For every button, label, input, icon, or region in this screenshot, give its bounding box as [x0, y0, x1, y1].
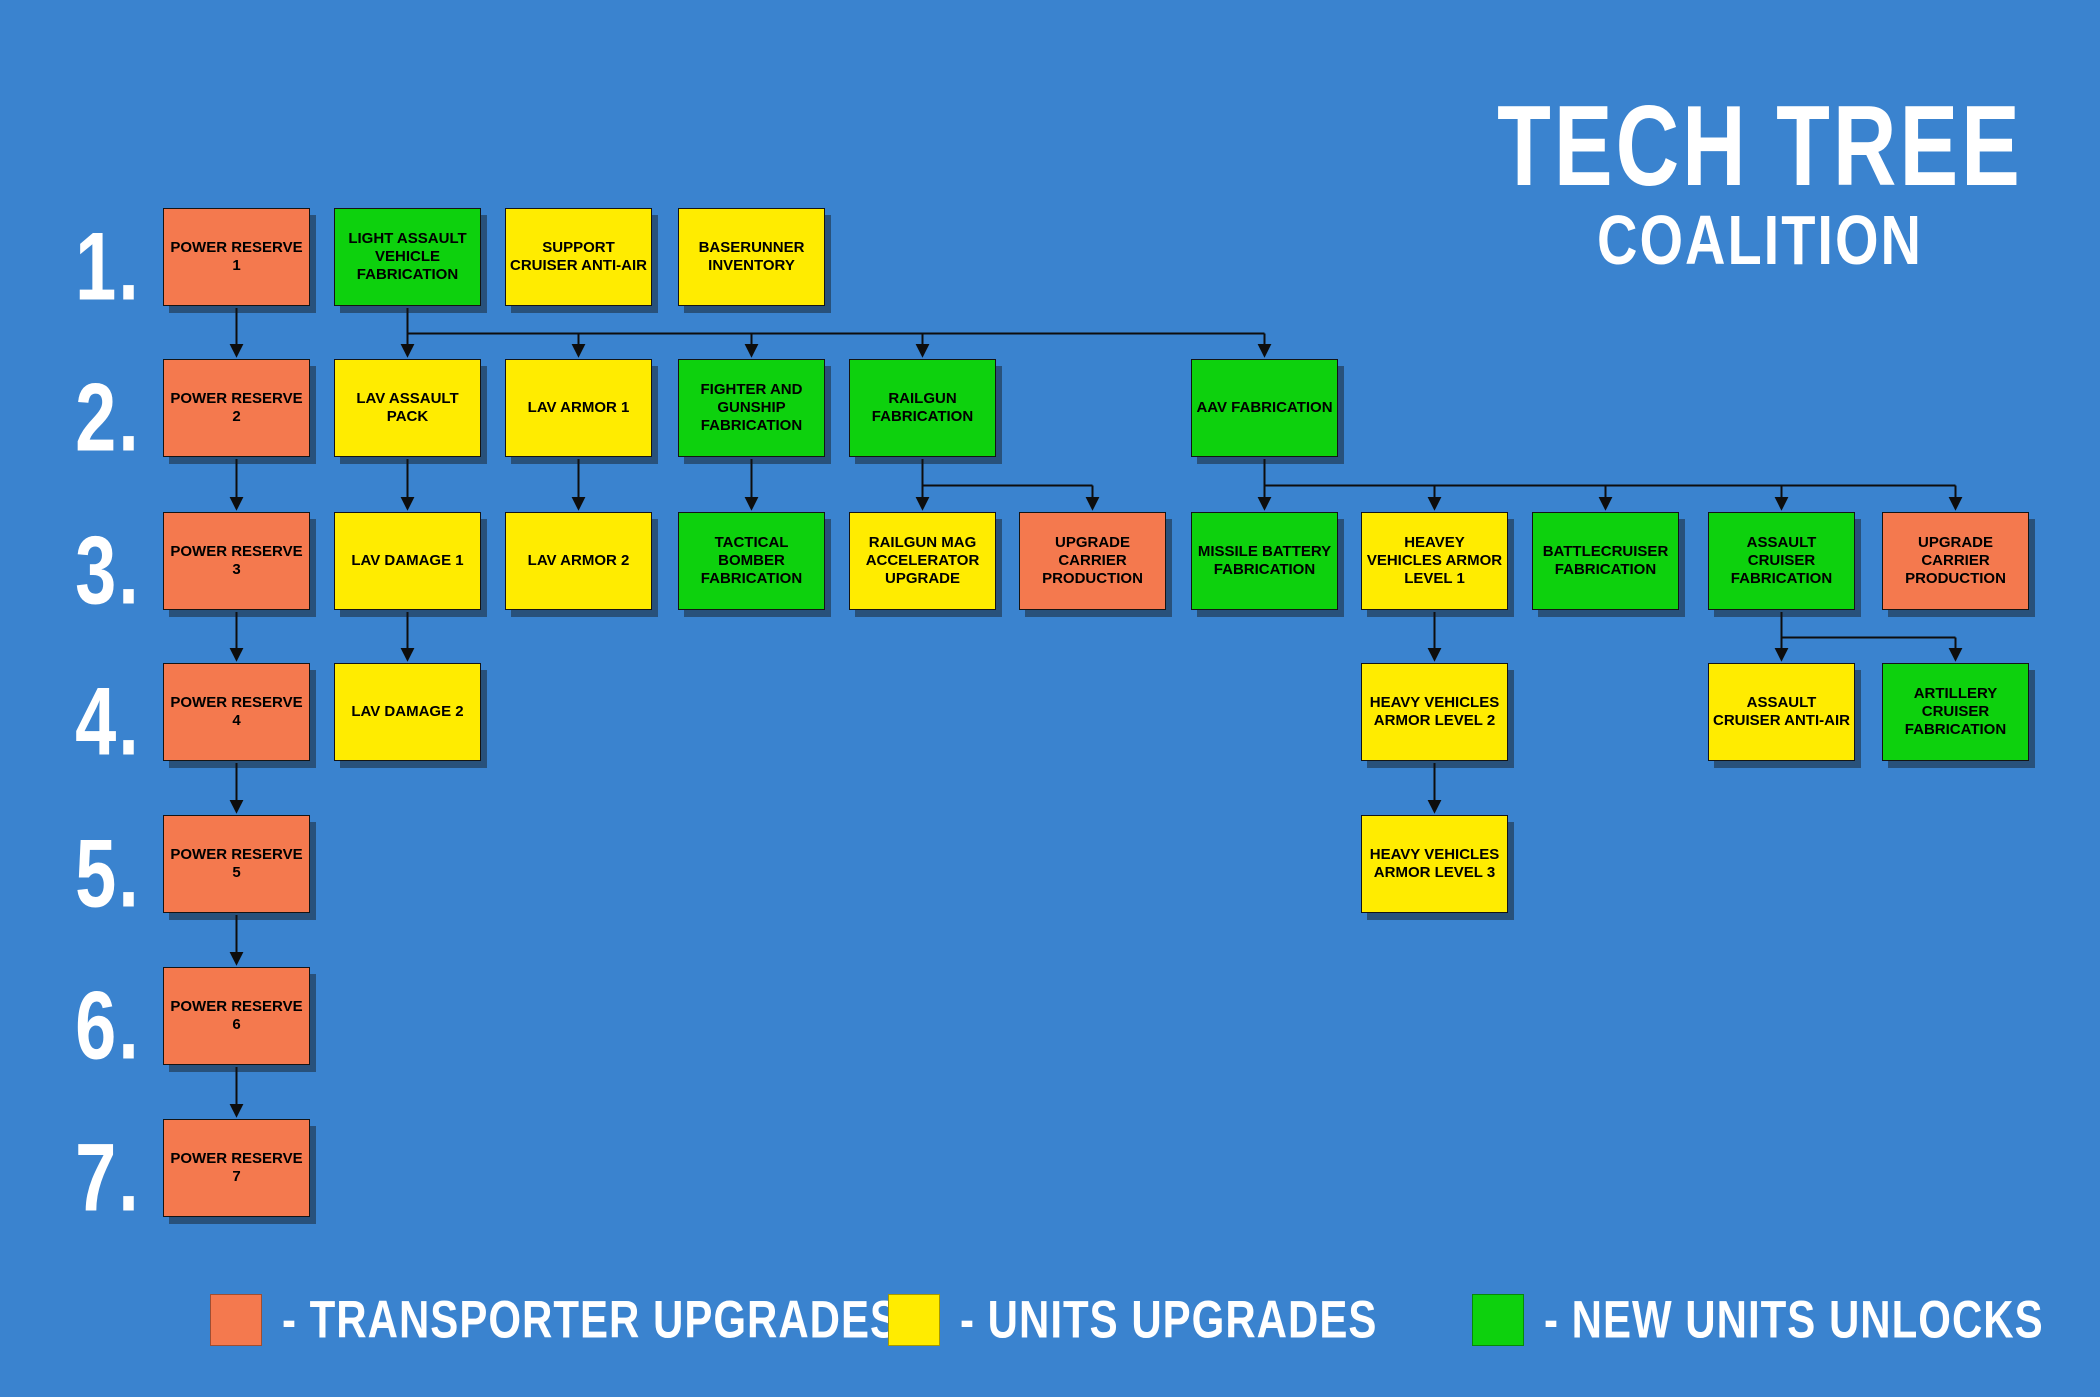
- row-number-6: 6.: [75, 971, 141, 1080]
- row-number-1: 1.: [75, 212, 141, 321]
- row-number-7: 7.: [75, 1123, 141, 1232]
- node-railgun-mag-accelerator-upgrade: RAILGUN MAG ACCELERATOR UPGRADE: [849, 512, 996, 610]
- node-label: POWER RESERVE 2: [170, 390, 303, 425]
- node-label: ARTILLERY CRUISER FABRICATION: [1904, 685, 2007, 738]
- node-fighter-and-gunship-fabrication: FIGHTER AND GUNSHIP FABRICATION: [678, 359, 825, 457]
- node-lav-damage-1: LAV DAMAGE 1: [334, 512, 481, 610]
- node-assault-cruiser-anti-air: ASSAULT CRUISER ANTI-AIR: [1708, 663, 1855, 761]
- node-power-reserve-3: POWER RESERVE 3: [163, 512, 310, 610]
- node-power-reserve-1: POWER RESERVE 1: [163, 208, 310, 306]
- node-artillery-cruiser-fabrication: ARTILLERY CRUISER FABRICATION: [1882, 663, 2029, 761]
- node-aav-fabrication: AAV FABRICATION: [1191, 359, 1338, 457]
- node-power-reserve-7: POWER RESERVE 7: [163, 1119, 310, 1217]
- legend-swatch-units-upgrades: [888, 1294, 940, 1346]
- node-label: POWER RESERVE 3: [170, 543, 303, 578]
- node-label: RAILGUN MAG ACCELERATOR UPGRADE: [865, 534, 980, 587]
- legend: - TRANSPORTER UPGRADES - UNITS UPGRADES - …: [0, 1290, 2100, 1360]
- node-label: POWER RESERVE 4: [170, 694, 303, 729]
- node-label: UPGRADE CARRIER PRODUCTION: [1905, 534, 2006, 587]
- legend-item-transporter-upgrades: - TRANSPORTER UPGRADES: [210, 1290, 899, 1350]
- node-label: AAV FABRICATION: [1196, 399, 1333, 417]
- node-support-cruiser-anti-air: SUPPORT CRUISER ANTI-AIR: [505, 208, 652, 306]
- node-power-reserve-6: POWER RESERVE 6: [163, 967, 310, 1065]
- node-battlecruiser-fabrication: BATTLECRUISER FABRICATION: [1532, 512, 1679, 610]
- node-label: HEAVY VEHICLES ARMOR LEVEL 2: [1369, 694, 1500, 729]
- node-label: LAV DAMAGE 1: [351, 552, 464, 570]
- node-heavy-vehicles-armor-level-2: HEAVY VEHICLES ARMOR LEVEL 2: [1361, 663, 1508, 761]
- node-light-assault-vehicle-fabrication: LIGHT ASSAULT VEHICLE FABRICATION: [334, 208, 481, 306]
- node-lav-damage-2: LAV DAMAGE 2: [334, 663, 481, 761]
- node-baserunner-inventory: BASERUNNER INVENTORY: [678, 208, 825, 306]
- node-label: BASERUNNER INVENTORY: [698, 239, 805, 274]
- node-lav-armor-1: LAV ARMOR 1: [505, 359, 652, 457]
- node-label: LIGHT ASSAULT VEHICLE FABRICATION: [348, 230, 467, 283]
- node-heavy-vehicles-armor-level-1: HEAVEY VEHICLES ARMOR LEVEL 1: [1361, 512, 1508, 610]
- node-label: POWER RESERVE 6: [170, 998, 303, 1033]
- page-title: TECH TREE COALITION: [1450, 83, 2070, 279]
- node-upgrade-carrier-production-2: UPGRADE CARRIER PRODUCTION: [1882, 512, 2029, 610]
- node-railgun-fabrication: RAILGUN FABRICATION: [849, 359, 996, 457]
- node-label: POWER RESERVE 5: [170, 846, 303, 881]
- node-power-reserve-2: POWER RESERVE 2: [163, 359, 310, 457]
- node-lav-armor-2: LAV ARMOR 2: [505, 512, 652, 610]
- node-heavy-vehicles-armor-level-3: HEAVY VEHICLES ARMOR LEVEL 3: [1361, 815, 1508, 913]
- legend-item-units-upgrades: - UNITS UPGRADES: [888, 1290, 1377, 1350]
- node-label: UPGRADE CARRIER PRODUCTION: [1042, 534, 1143, 587]
- node-label: LAV ARMOR 1: [527, 399, 630, 417]
- node-missile-battery-fabrication: MISSILE BATTERY FABRICATION: [1191, 512, 1338, 610]
- node-label: TACTICAL BOMBER FABRICATION: [700, 534, 803, 587]
- node-label: HEAVY VEHICLES ARMOR LEVEL 3: [1369, 846, 1500, 881]
- row-number-3: 3.: [75, 516, 141, 625]
- title-line2: COALITION: [1597, 200, 1923, 279]
- node-power-reserve-5: POWER RESERVE 5: [163, 815, 310, 913]
- node-label: HEAVEY VEHICLES ARMOR LEVEL 1: [1366, 534, 1503, 587]
- node-label: POWER RESERVE 1: [170, 239, 303, 274]
- legend-item-new-units-unlocks: - NEW UNITS UNLOCKS: [1472, 1290, 2044, 1350]
- node-label: POWER RESERVE 7: [170, 1150, 303, 1185]
- node-label: FIGHTER AND GUNSHIP FABRICATION: [700, 381, 803, 434]
- node-label: MISSILE BATTERY FABRICATION: [1197, 543, 1332, 578]
- node-assault-cruiser-fabrication: ASSAULT CRUISER FABRICATION: [1708, 512, 1855, 610]
- node-label: BATTLECRUISER FABRICATION: [1542, 543, 1669, 578]
- legend-label: - UNITS UPGRADES: [960, 1290, 1378, 1349]
- row-number-2: 2.: [75, 363, 141, 472]
- node-label: RAILGUN FABRICATION: [871, 390, 974, 425]
- node-label: ASSAULT CRUISER FABRICATION: [1730, 534, 1833, 587]
- legend-label: - TRANSPORTER UPGRADES: [282, 1290, 900, 1349]
- title-line1: TECH TREE: [1497, 81, 2023, 210]
- node-label: SUPPORT CRUISER ANTI-AIR: [510, 239, 647, 274]
- legend-swatch-new-units-unlocks: [1472, 1294, 1524, 1346]
- node-label: LAV ASSAULT PACK: [356, 390, 459, 425]
- legend-label: - NEW UNITS UNLOCKS: [1544, 1290, 2044, 1349]
- node-tactical-bomber-fabrication: TACTICAL BOMBER FABRICATION: [678, 512, 825, 610]
- node-label: ASSAULT CRUISER ANTI-AIR: [1713, 694, 1850, 729]
- node-power-reserve-4: POWER RESERVE 4: [163, 663, 310, 761]
- node-lav-assault-pack: LAV ASSAULT PACK: [334, 359, 481, 457]
- legend-swatch-transporter-upgrades: [210, 1294, 262, 1346]
- row-number-4: 4.: [75, 667, 141, 776]
- node-label: LAV ARMOR 2: [527, 552, 630, 570]
- row-number-5: 5.: [75, 819, 141, 928]
- node-label: LAV DAMAGE 2: [351, 703, 464, 721]
- node-upgrade-carrier-production-1: UPGRADE CARRIER PRODUCTION: [1019, 512, 1166, 610]
